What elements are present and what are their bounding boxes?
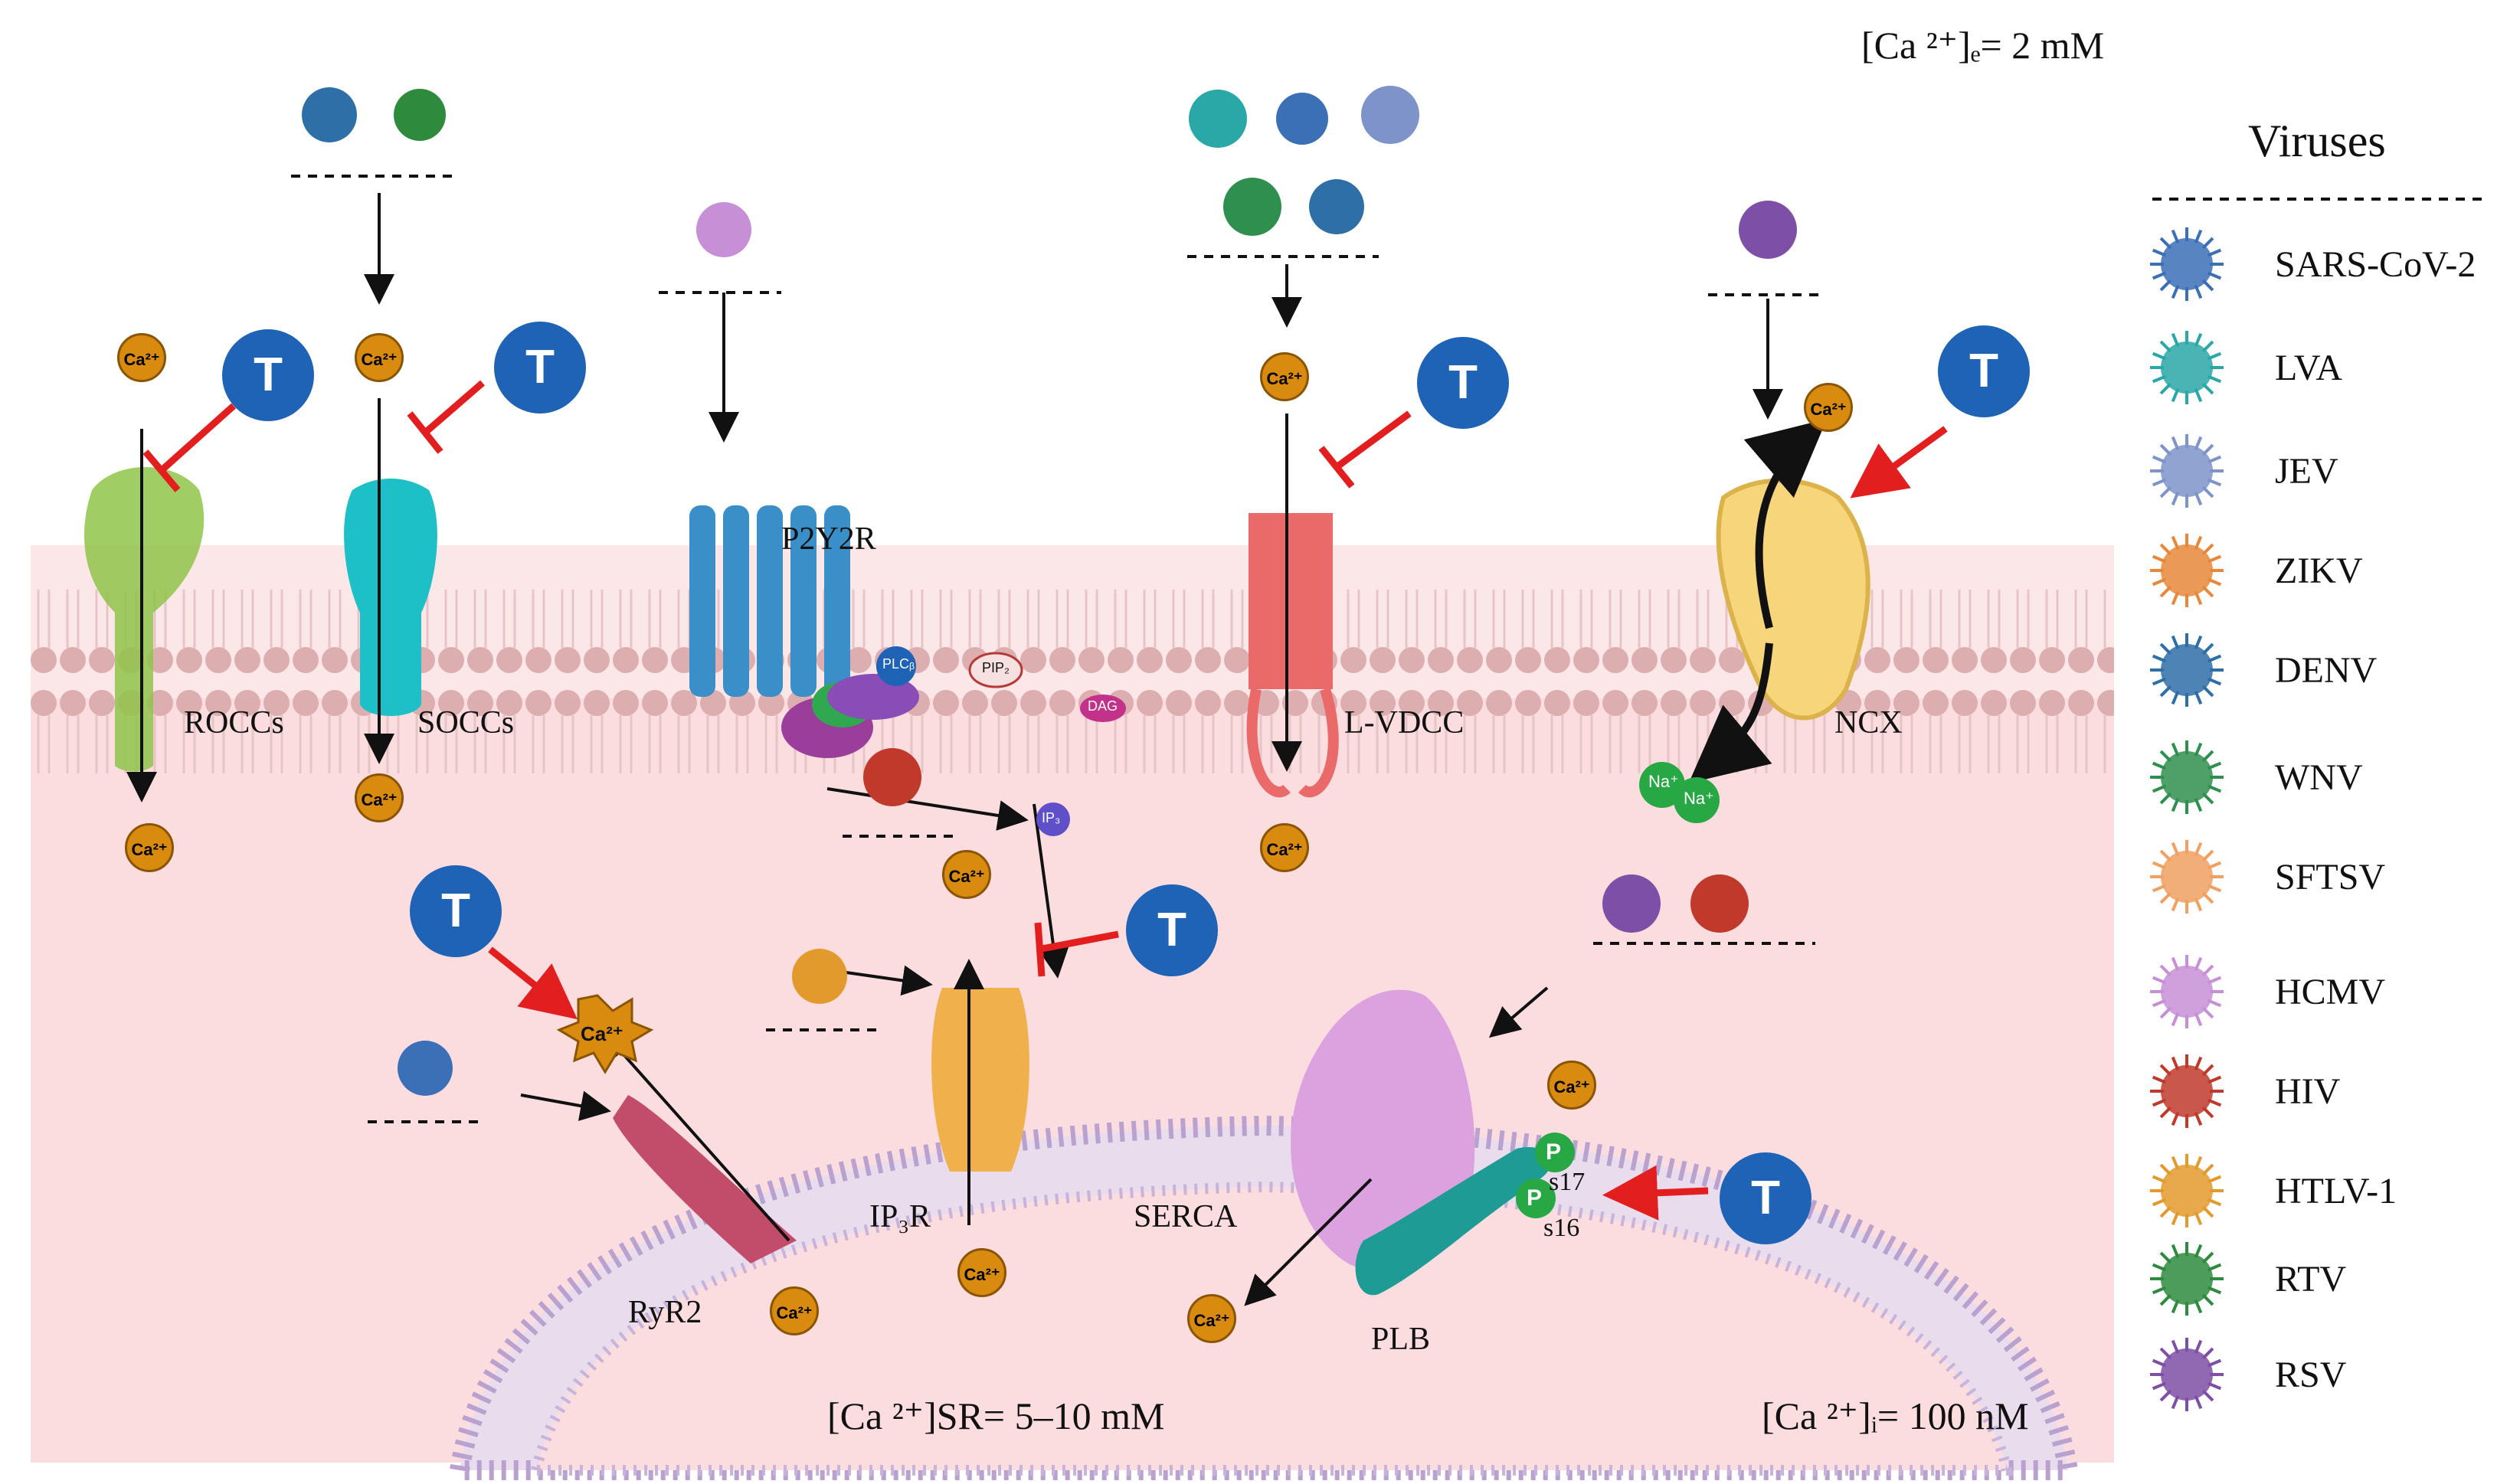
legend-item: LVA [2145,325,2512,417]
virus-icon [2150,840,2224,914]
socc-channel [344,479,437,716]
virus-icon [2150,534,2224,607]
legend-virus-name: HTLV-1 [2275,1171,2397,1211]
t-badge-plb: T [1720,1152,1811,1244]
virus-separators [291,175,2489,1123]
legend-item: ZIKV [2145,528,2512,620]
serca-pump [1291,989,1475,1271]
na-ion: Na⁺ [1648,772,1679,791]
s16-label: s16 [1543,1214,1580,1242]
t-badge-rocc: T [222,329,314,421]
p2y2r-receptor [689,505,850,697]
activation-red-arrows [488,426,1948,1221]
extracellular-concentration: [Ca ²⁺]ₑ= 2 mM [1861,24,2105,67]
t-badge-ip3r: T [1126,884,1218,976]
calcium-ion: Ca²⁺ [770,1286,819,1335]
calcium-ion: Ca²⁺ [355,773,404,822]
t-badge-socc: T [494,322,586,413]
calcium-ion: Ca²⁺ [957,1248,1006,1297]
virus-icon [2150,434,2224,508]
legend-virus-name: SFTSV [2275,857,2386,897]
legend-virus-name: ZIKV [2275,551,2363,591]
virus-icon [2150,1154,2224,1227]
legend-item: HCMV [2145,950,2512,1041]
legend-virus-name: HCMV [2275,972,2386,1012]
legend-item: RSV [2145,1332,2512,1424]
t-badge-ryr2: T [410,865,502,957]
legend-item: HIV [2145,1049,2512,1141]
calcium-ion: Ca²⁺ [1187,1294,1236,1343]
calcium-ion: Ca²⁺ [942,850,991,899]
t-badge-ncx: T [1938,325,2030,417]
soccs-label: SOCCs [417,705,515,740]
ip3-label: IP₃ [1042,810,1061,825]
flux-arrows [126,193,1783,1306]
legend-title: Viruses [2248,116,2386,166]
legend-item: HTLV-1 [2145,1149,2512,1240]
calcium-ion: Ca²⁺ [1260,352,1309,401]
calcium-ion: Ca²⁺ [1260,823,1309,872]
ryr2-label: RyR2 [628,1295,702,1330]
calcium-ion: Ca²⁺ [117,333,166,382]
legend-item: RTV [2145,1237,2512,1329]
lvdcc-channel [1249,513,1333,689]
calcium-ion: Ca²⁺ [1804,383,1853,432]
legend-item: SFTSV [2145,835,2512,927]
legend-item: DENV [2145,628,2512,720]
calcium-ion: Ca²⁺ [355,333,404,382]
na-ion: Na⁺ [1684,789,1714,808]
t-badge-lvdcc: T [1417,337,1509,429]
serca-label: SERCA [1134,1199,1238,1234]
sr-concentration: [Ca ²⁺]SR= 5–10 mM [827,1394,1165,1437]
legend-virus-name: LVA [2275,348,2343,388]
plc-label: PLCᵦ [882,656,915,672]
legend-item: WNV [2145,735,2512,827]
virus-icon [2150,955,2224,1028]
virus-icon [2150,740,2224,814]
virus-icon [2150,227,2224,301]
s17-label: s17 [1549,1168,1586,1196]
calcium-ion: Ca²⁺ [125,823,174,872]
legend-item: SARS-CoV-2 [2145,222,2512,314]
virus-icon [2150,1338,2224,1411]
plb-label: PLB [1371,1322,1431,1357]
virus-icon [2150,1054,2224,1128]
intracellular-concentration: [Ca ²⁺]ᵢ= 100 nM [1762,1394,2029,1437]
legend-virus-name: DENV [2275,650,2378,691]
ryr2-channel [613,1095,797,1263]
calcium-ion: Ca²⁺ [1547,1061,1596,1110]
legend-virus-name: SARS-CoV-2 [2275,244,2476,285]
legend-virus-name: JEV [2275,451,2338,492]
virus-icon [2150,1242,2224,1316]
dag-label: DAG [1088,698,1118,714]
p2y2r-label: P2Y2R [781,521,876,557]
phospho-p: P [1527,1185,1543,1211]
legend-item: JEV [2145,429,2512,521]
inhibition-lines [142,380,1412,977]
lvdcc-label: L-VDCC [1344,705,1465,740]
legend-virus-name: HIV [2275,1071,2341,1112]
ip3r-label: IP₃R [869,1199,931,1234]
ncx-label: NCX [1834,705,1903,740]
roccs-label: ROCCs [184,705,284,740]
virus-icons [302,86,1797,1096]
calcium-burst-label: Ca²⁺ [581,1022,623,1045]
virus-icon [2150,331,2224,404]
virus-icon [2150,633,2224,707]
ip3r-channel [931,988,1029,1172]
legend-virus-name: RSV [2275,1355,2347,1395]
legend-virus-name: WNV [2275,757,2363,798]
phospho-p: P [1546,1139,1562,1165]
pip2-label: PIP₂ [982,660,1010,675]
rocc-channel [84,467,205,772]
plb-protein [1355,1147,1551,1296]
legend-virus-name: RTV [2275,1259,2347,1299]
